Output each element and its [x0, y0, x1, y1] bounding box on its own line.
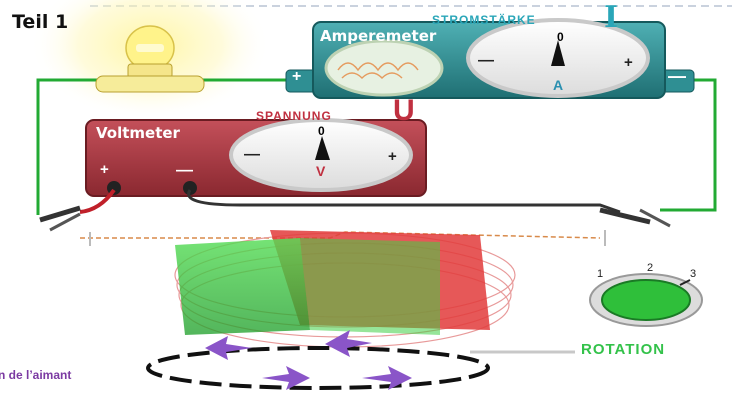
ammeter-plus-terminal[interactable]: +	[292, 68, 302, 85]
voltage-label: SPANNUNG	[256, 109, 332, 123]
light-bulb	[95, 25, 205, 93]
ammeter-plus: +	[624, 54, 633, 71]
voltage-symbol: U	[393, 94, 415, 127]
voltmeter-minus-terminal[interactable]: —	[176, 160, 193, 179]
green-wires	[36, 78, 717, 215]
rotation-ellipse	[146, 346, 490, 390]
dial-mark-3: 3	[690, 268, 697, 280]
left-clip	[39, 205, 81, 232]
dial-mark-1: 1	[597, 268, 604, 280]
ammeter-minus: —	[478, 52, 494, 69]
current-symbol: I	[604, 0, 619, 35]
rotating-magnet	[175, 230, 490, 335]
ammeter-device	[285, 18, 695, 99]
ammeter-minus-terminal[interactable]: —	[668, 66, 686, 86]
right-clip	[599, 207, 671, 228]
rotation-arrows	[205, 330, 412, 390]
voltmeter-minus: —	[244, 146, 260, 163]
voltmeter-unit: V	[316, 163, 326, 179]
rotation-label: ROTATION	[581, 341, 666, 358]
rotation-knob[interactable]	[588, 275, 704, 329]
dial-mark-2: 2	[647, 262, 654, 274]
voltmeter-device	[85, 118, 427, 197]
red-lead	[79, 188, 116, 214]
page-title: Teil 1	[12, 11, 69, 33]
ammeter-zero: 0	[557, 30, 564, 44]
rotation-dial	[589, 273, 703, 327]
voltmeter-title: Voltmeter	[96, 124, 180, 142]
ammeter-title: Amperemeter	[320, 27, 437, 45]
ammeter-unit: A	[553, 77, 564, 93]
magnet-caption: n de l’aimant	[0, 368, 72, 382]
voltmeter-wire	[187, 189, 621, 214]
voltmeter-zero: 0	[318, 124, 325, 138]
current-label: STROMSTÄRKE	[432, 13, 536, 27]
voltmeter-plus: +	[388, 148, 397, 165]
voltmeter-plus-terminal[interactable]: +	[100, 161, 109, 178]
